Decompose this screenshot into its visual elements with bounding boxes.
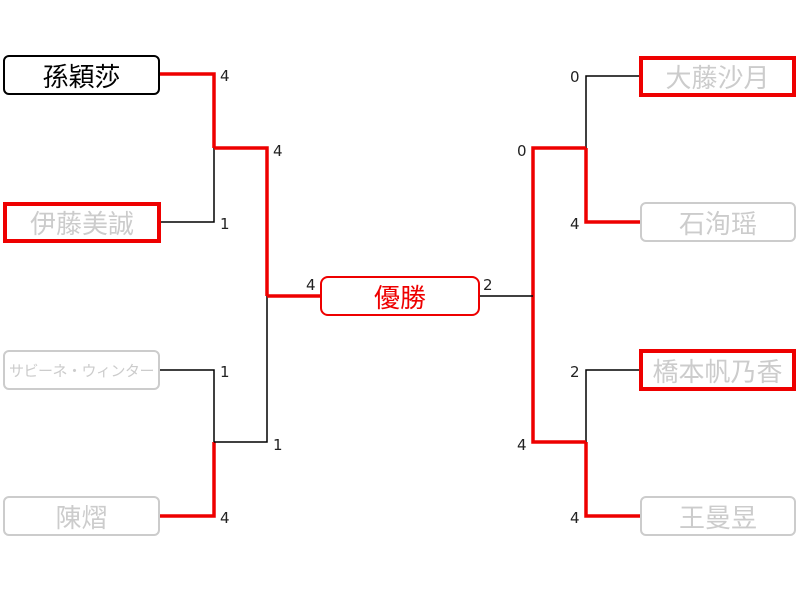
player-p8: 王曼昱	[640, 496, 796, 536]
player-p2-name: 伊藤美誠	[29, 210, 134, 240]
line-sf-top-right	[531, 146, 586, 296]
player-p4-name: 陳熠	[55, 503, 108, 534]
score-r1-p1: 4	[220, 67, 230, 85]
player-p1-name: 孫穎莎	[42, 62, 121, 93]
score-r1-p5: 0	[570, 68, 580, 86]
line-sf-bottom-left	[214, 296, 268, 443]
champion-label: 優勝	[373, 283, 426, 314]
score-r1-p3: 1	[220, 363, 230, 381]
champion-box: 優勝	[320, 276, 480, 316]
player-p6-name: 石洵瑶	[678, 209, 757, 240]
score-r1-p4: 4	[220, 509, 230, 527]
score-sf-bottom-left: 1	[273, 436, 283, 454]
line-sf-top-left	[214, 146, 269, 296]
player-p7-name: 橋本帆乃香	[652, 357, 783, 388]
line-p2	[160, 148, 215, 223]
line-p5	[585, 75, 640, 148]
score-sf-bottom-right: 4	[517, 436, 527, 454]
score-sf-top-right: 0	[517, 142, 527, 160]
line-p4	[160, 442, 216, 518]
line-p8	[584, 442, 640, 518]
player-p1: 孫穎莎	[3, 55, 160, 95]
player-p3: サビーネ・ウィンター	[3, 350, 160, 390]
line-p7	[585, 369, 640, 442]
score-final-left: 4	[306, 276, 316, 294]
player-p6: 石洵瑶	[640, 202, 796, 242]
score-r1-p8: 4	[570, 509, 580, 527]
score-r1-p2: 1	[220, 215, 230, 233]
line-sf-bottom-right	[531, 296, 586, 444]
player-p8-name: 王曼昱	[678, 503, 757, 534]
line-p1	[160, 72, 216, 148]
score-r1-p6: 4	[570, 215, 580, 233]
player-p4: 陳熠	[3, 496, 160, 536]
score-sf-top-left: 4	[273, 142, 283, 160]
player-p5: 大藤沙月	[639, 56, 796, 97]
player-p3-name: サビーネ・ウィンター	[8, 361, 155, 380]
player-p5-name: 大藤沙月	[665, 64, 770, 94]
player-p2: 伊藤美誠	[3, 202, 161, 243]
score-r1-p7: 2	[570, 363, 580, 381]
player-p7: 橋本帆乃香	[639, 349, 796, 391]
line-p6	[584, 148, 640, 224]
score-final-right: 2	[483, 276, 493, 294]
line-p3	[160, 369, 215, 442]
